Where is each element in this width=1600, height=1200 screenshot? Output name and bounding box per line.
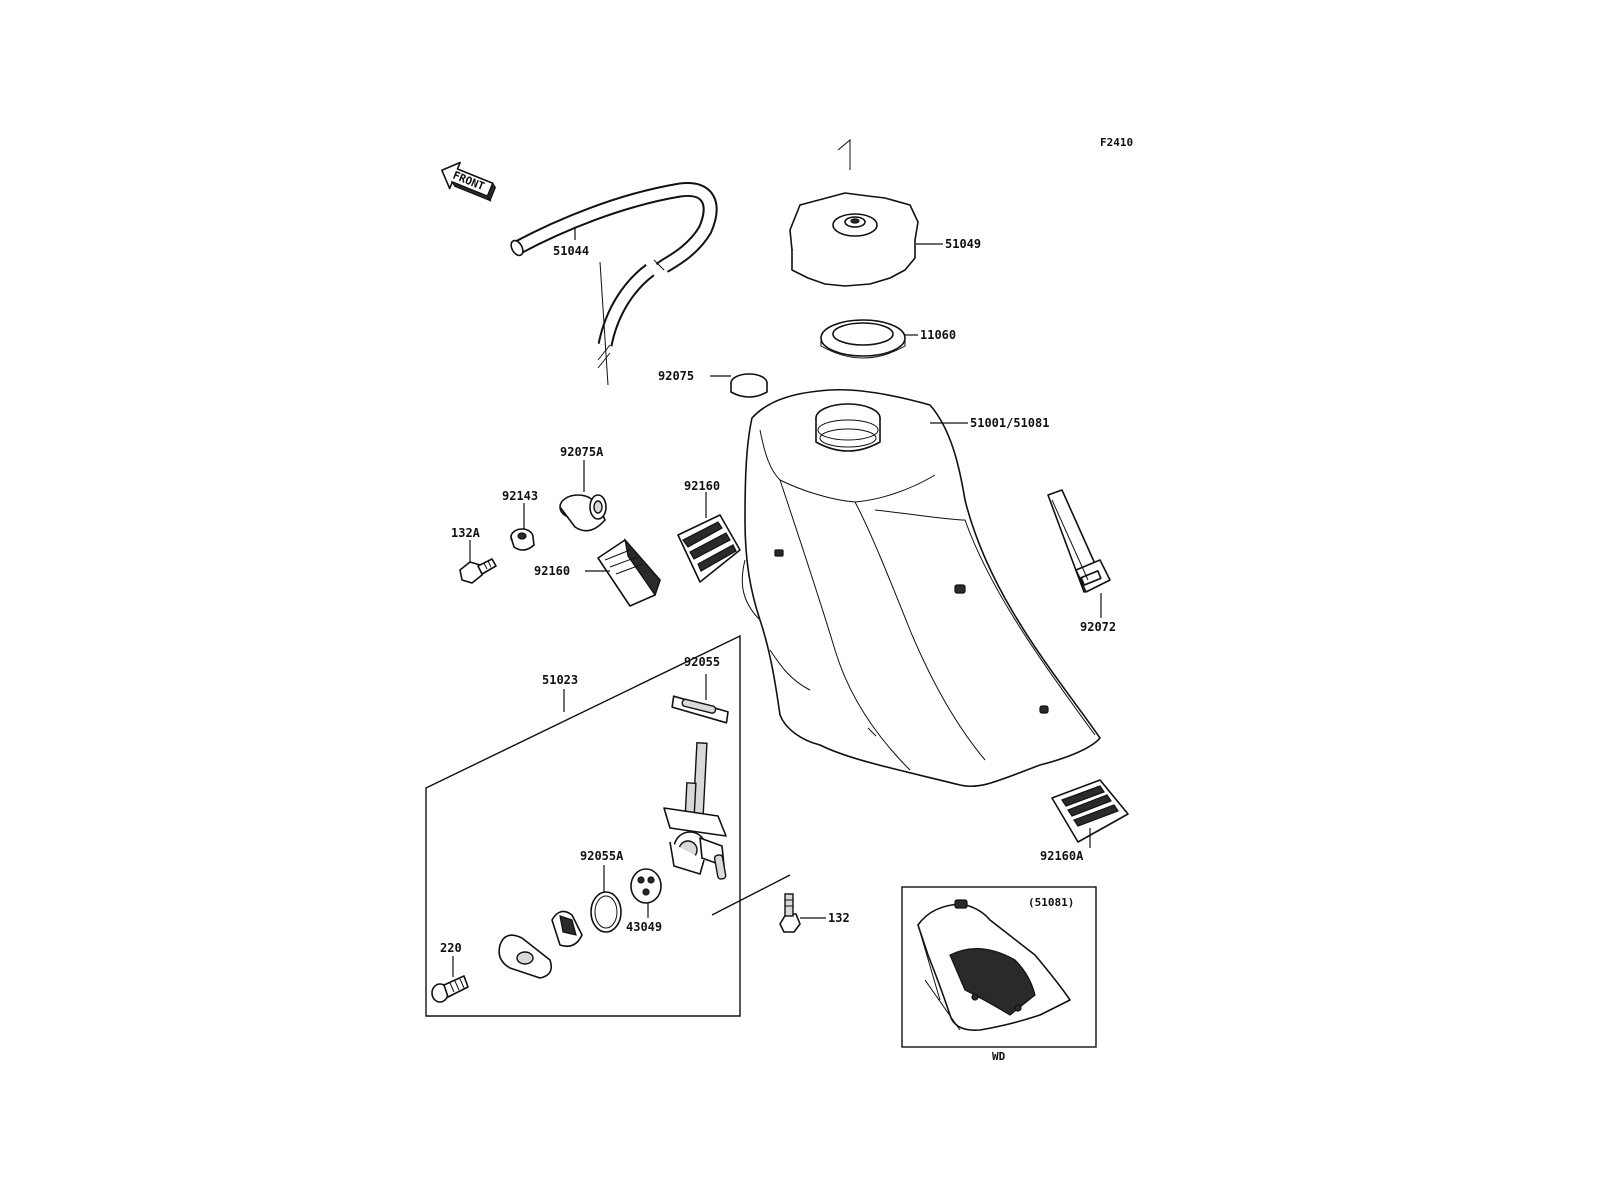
damper-92075A [559,494,607,532]
part-label-92075A: 92075A [560,445,604,459]
part-label-132: 132 [828,911,850,925]
part-label-92075: 92075 [658,369,694,383]
breather-hose-51044 [510,182,718,386]
screw-220 [431,975,469,1003]
part-label-92055A: 92055A [580,849,624,863]
band-92072 [1047,489,1111,593]
seal-43049 [630,868,662,904]
rubber-cap-92075 [730,373,768,398]
part-label-92072: 92072 [1080,620,1116,634]
pad-92160-middle [677,514,741,583]
part-label-92160A: 92160A [1040,849,1084,863]
part-label-11060: 11060 [920,328,956,342]
gasket-92055 [671,695,729,724]
collar-92143 [510,528,535,551]
inset-variant-label: (51081) [1028,896,1074,909]
fuel-cock-kit-frame-51023 [425,634,791,1017]
lever [551,910,583,948]
fuel-tank-51001 [741,388,1101,788]
part-label-220: 220 [440,941,462,955]
fuel-cap-51049 [789,138,919,287]
fuel-cock-valve [663,742,727,880]
figure-code: F2410 [1100,136,1133,149]
part-label-43049: 43049 [626,920,662,934]
part-label-51049: 51049 [945,237,981,251]
part-label-51001-51081: 51001/51081 [970,416,1049,430]
part-label-132A: 132A [451,526,481,540]
part-label-92143: 92143 [502,489,538,503]
plate [498,934,553,979]
bolt-132 [779,893,801,933]
bolt-132A [459,558,497,584]
part-label-92160-left: 92160 [534,564,570,578]
part-label-92160-middle: 92160 [684,479,720,493]
front-arrow-icon [441,161,496,202]
cap-gasket-11060 [820,319,906,359]
inset-caption: WD [992,1050,1006,1063]
part-label-51044: 51044 [553,244,589,258]
part-label-92055: 92055 [684,655,720,669]
part-label-51023: 51023 [542,673,578,687]
o-ring-92055A [590,891,622,933]
pad-92160A [1051,779,1129,843]
pad-92160-left [597,537,661,607]
inset-box-51081 [901,886,1097,1048]
